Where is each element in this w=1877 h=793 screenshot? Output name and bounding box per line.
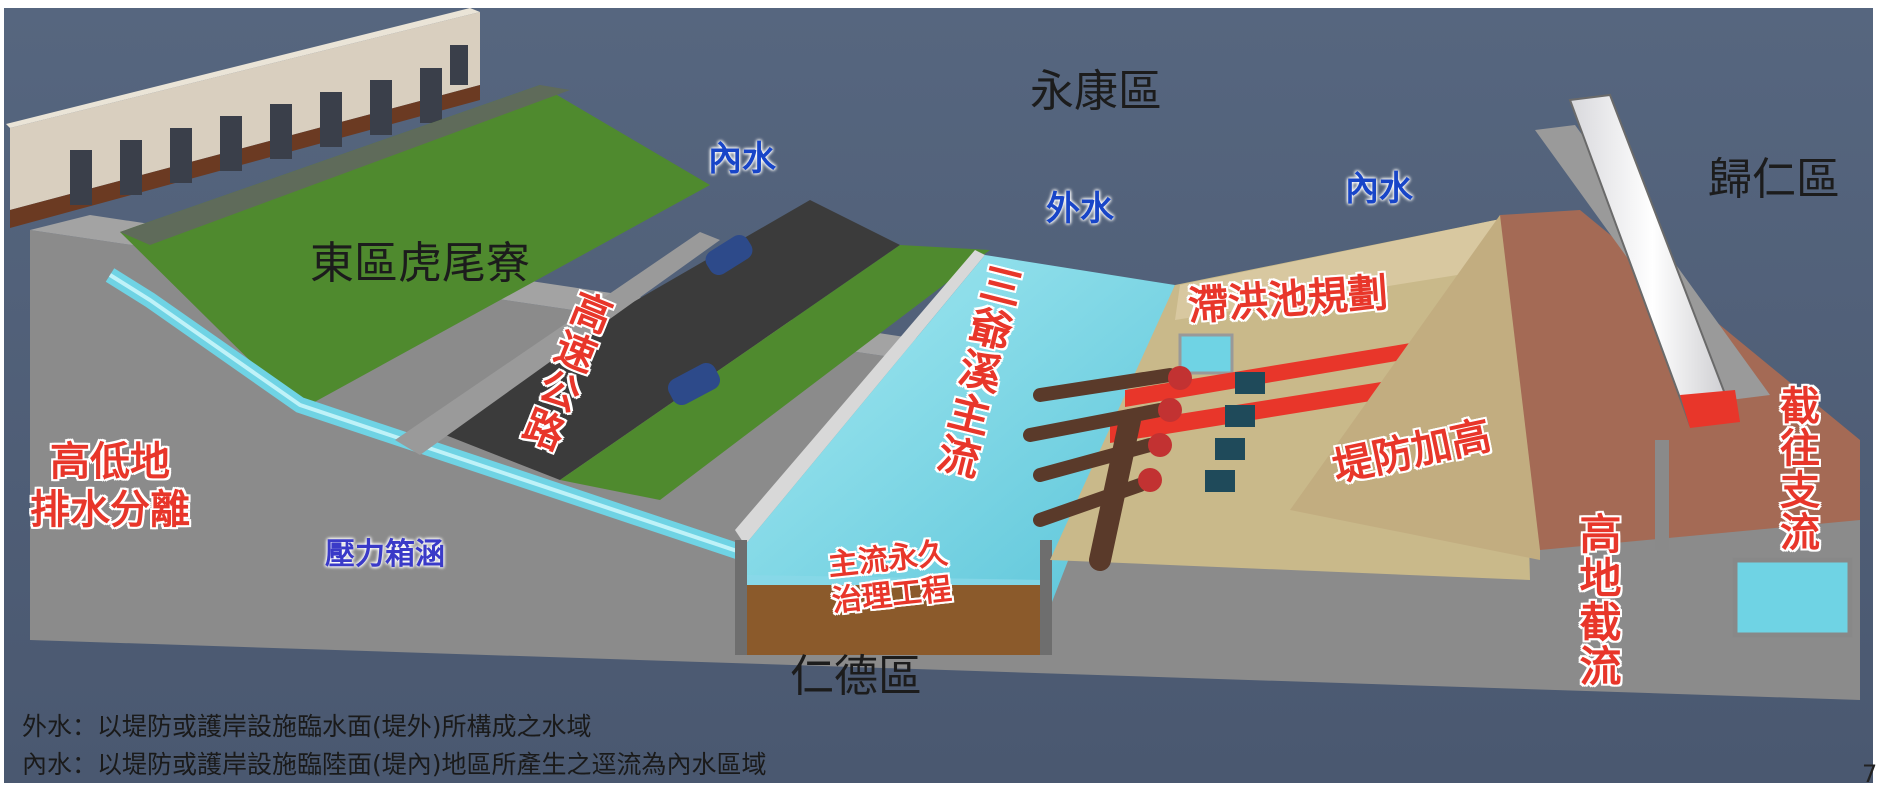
region-label-guiren: 歸仁區: [1708, 154, 1840, 205]
inner-water-label-left: 內水: [708, 139, 776, 179]
building-windows: [70, 45, 468, 205]
grass-slope-west: [120, 85, 710, 410]
highland-intercept-label: 高地截流: [1573, 512, 1622, 688]
inner-water-label-right: 內水: [1345, 169, 1413, 209]
intercept-branch-label: 截往支流: [1773, 385, 1819, 553]
page-number: 7: [1862, 760, 1877, 788]
detention-pond-opening: [1178, 333, 1234, 375]
riverbed-soil: [745, 585, 1045, 655]
inner-water-definition: 內水：以堤防或護岸設施臨陸面(堤內)地區所產生之逕流為內水區域: [22, 750, 767, 779]
car-1: [705, 235, 753, 275]
outer-water-definition: 外水：以堤防或護岸設施臨水面(堤外)所構成之水域: [22, 712, 592, 741]
region-label-east-district: 東區虎尾寮: [310, 238, 530, 289]
region-label-rende: 仁德區: [790, 651, 922, 702]
permanent-works-label: 主流永久 治理工程: [826, 535, 954, 620]
outer-water-label: 外水: [1046, 189, 1114, 229]
pump-station: [1023, 368, 1177, 571]
grass-slope-east: [560, 245, 990, 500]
pump-motors: [1205, 372, 1265, 492]
car-2: [667, 362, 721, 406]
highway-road: [420, 200, 900, 480]
pump-units: [1138, 366, 1192, 492]
separation-label: 高低地 排水分離: [30, 439, 190, 533]
branch-pool: [1732, 557, 1853, 638]
pressure-culvert-label: 壓力箱涵: [325, 537, 445, 572]
floodwall-left: [735, 250, 985, 545]
region-label-yongkang: 永康區: [1030, 66, 1162, 117]
